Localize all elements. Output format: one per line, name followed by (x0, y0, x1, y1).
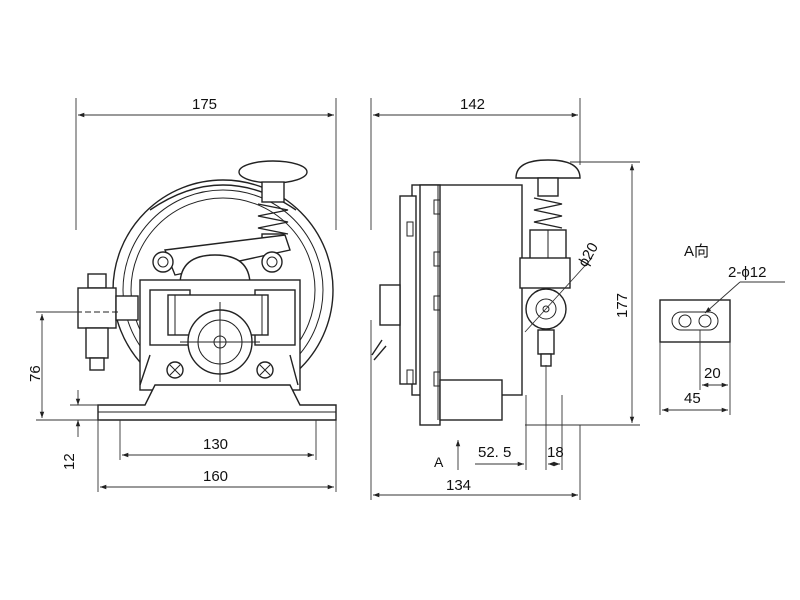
dim-front-width: 175 (75, 96, 337, 230)
dim-base-span: 130 (119, 420, 317, 460)
view-a: A向 2-ϕ12 20 45 (659, 243, 785, 415)
label-12: 12 (61, 453, 78, 470)
label-160: 160 (203, 468, 228, 485)
label-76: 76 (27, 365, 44, 382)
label-130: 130 (203, 436, 228, 453)
label-view-arrow-a: A (434, 454, 444, 470)
left-bolt (77, 273, 139, 371)
screws (166, 361, 274, 379)
side-view: 142 (370, 96, 640, 500)
base (97, 354, 337, 421)
label-45: 45 (684, 390, 701, 407)
label-20: 20 (704, 365, 721, 382)
base-plate (659, 299, 731, 343)
dim-side-height: 177 (525, 161, 640, 426)
side-knob (515, 159, 581, 271)
roller (180, 302, 260, 382)
view-arrow-a: A (434, 440, 461, 470)
label-18: 18 (547, 444, 564, 461)
label-view-a-title: A向 (684, 243, 709, 260)
label-52-5: 52. 5 (478, 444, 511, 461)
label-2-phi12: 2-ϕ12 (728, 264, 766, 281)
label-142: 142 (460, 96, 485, 113)
dim-base-thickness: 12 (61, 390, 100, 470)
dim-side-base: 134 (370, 320, 581, 500)
side-roller: ϕ20 (519, 240, 602, 367)
dim-side-width: 142 (370, 96, 581, 230)
label-134: 134 (446, 477, 471, 494)
dim-axis-height: 76 (27, 311, 98, 421)
dim-offsets: 52. 5 18 (475, 365, 564, 470)
dim-base-width: 160 (97, 420, 337, 492)
label-177: 177 (614, 293, 631, 318)
label-175: 175 (192, 96, 217, 113)
label-phi20: ϕ20 (575, 240, 602, 270)
front-view: 175 (27, 96, 337, 492)
